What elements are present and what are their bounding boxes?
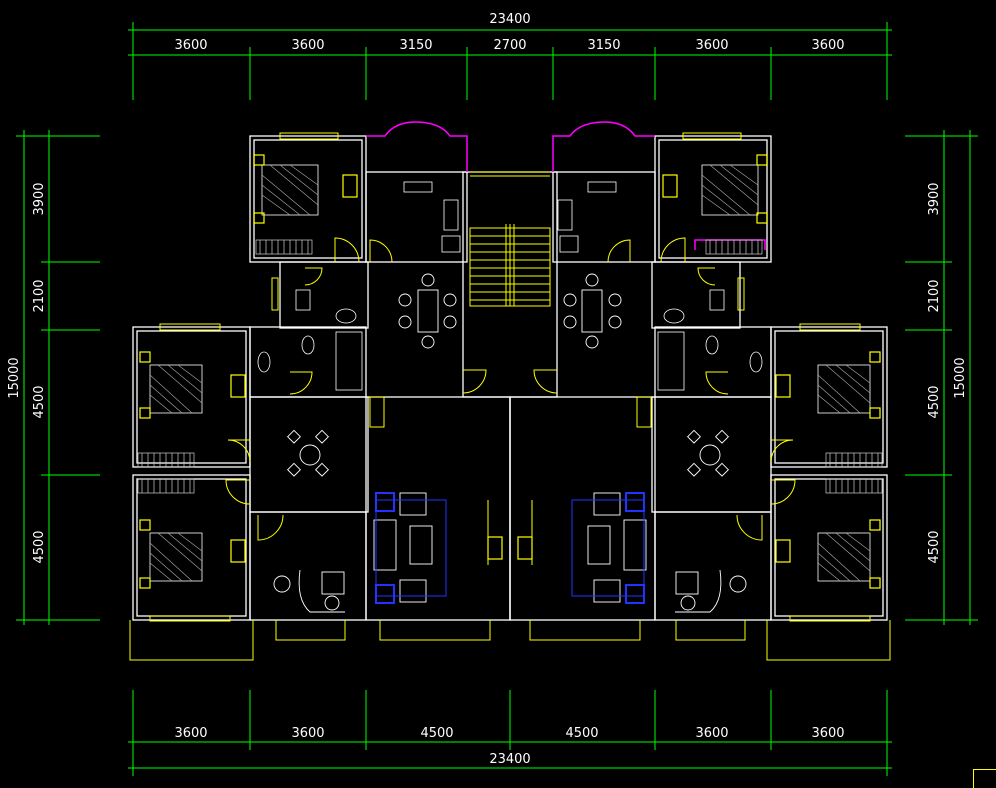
top-seg-4: 2700	[493, 38, 526, 53]
windows	[129, 132, 891, 661]
left-unit-walls	[132, 135, 558, 621]
bottom-total-label: 23400	[489, 752, 530, 767]
doors	[225, 237, 796, 565]
bottom-dimensions: 3600 3600 4500 4500 3600 3600 23400	[128, 690, 892, 776]
left-seg-4: 4500	[32, 530, 47, 563]
left-dimensions: 15000 3900 2100 4500 4500	[7, 130, 100, 625]
dining-tables	[286, 273, 730, 477]
top-seg-5: 3150	[587, 38, 620, 53]
fixtures	[257, 181, 763, 391]
stairwell	[469, 171, 551, 307]
wardrobes	[137, 239, 883, 494]
right-unit-walls	[509, 135, 888, 621]
left-seg-3: 4500	[32, 385, 47, 418]
sofa-sets	[373, 492, 647, 603]
top-dimensions: 23400 3600 3600 3150 2700 3150 3600 3600	[128, 12, 892, 100]
cad-corner-marker	[973, 769, 996, 788]
right-total-label: 15000	[953, 357, 968, 398]
top-seg-2: 3600	[291, 38, 324, 53]
top-total-label: 23400	[489, 12, 530, 27]
top-seg-6: 3600	[695, 38, 728, 53]
study-desks	[273, 569, 747, 613]
beds	[149, 164, 871, 582]
right-dimensions: 15000 3900 2100 4500 4500	[905, 130, 978, 625]
top-seg-1: 3600	[174, 38, 207, 53]
bottom-seg-4: 4500	[565, 726, 598, 741]
left-seg-2: 2100	[32, 279, 47, 312]
bottom-seg-5: 3600	[695, 726, 728, 741]
bay-windows	[366, 121, 766, 250]
bottom-seg-3: 4500	[420, 726, 453, 741]
lamps	[139, 154, 881, 589]
right-seg-2: 2100	[927, 279, 942, 312]
right-seg-3: 4500	[927, 385, 942, 418]
right-seg-1: 3900	[927, 182, 942, 215]
bottom-seg-6: 3600	[811, 726, 844, 741]
left-seg-1: 3900	[32, 182, 47, 215]
blue-furniture	[375, 492, 645, 604]
top-seg-3: 3150	[399, 38, 432, 53]
left-total-label: 15000	[7, 357, 22, 398]
top-seg-7: 3600	[811, 38, 844, 53]
bottom-seg-1: 3600	[174, 726, 207, 741]
bottom-seg-2: 3600	[291, 726, 324, 741]
right-seg-4: 4500	[927, 530, 942, 563]
